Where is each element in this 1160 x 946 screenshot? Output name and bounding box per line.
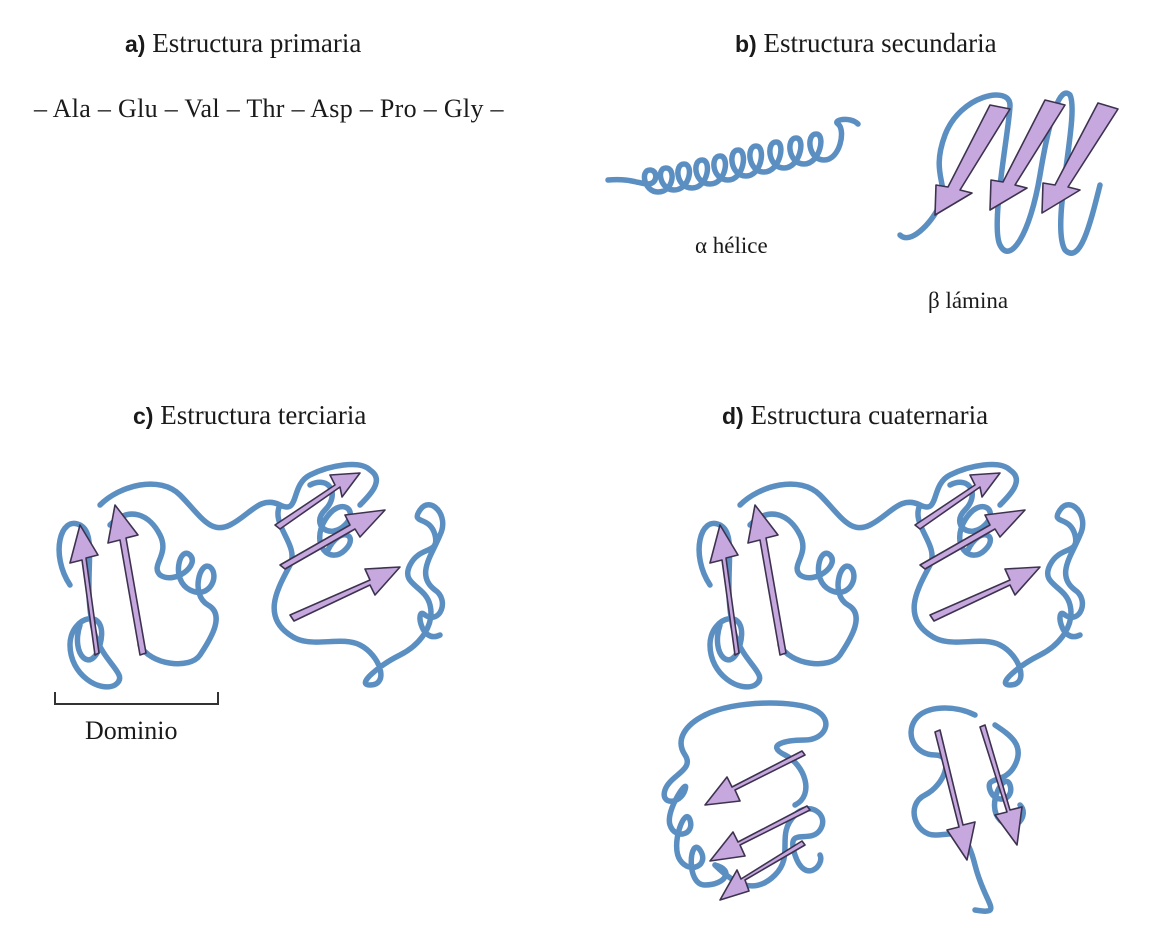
alpha-helix-icon [600,110,870,210]
panel-d-title-text: Estructura cuaternaria [750,400,988,430]
beta-sheet [890,75,1130,265]
beta-strand-arrow-icon [108,505,146,655]
panel-b-title-text: Estructura secundaria [763,28,996,58]
panel-a-letter: a) [125,31,145,57]
panel-a-title: a) Estructura primaria [125,28,361,59]
panel-a-title-text: Estructura primaria [152,28,361,58]
domain-label: Dominio [85,716,177,746]
panel-b-title: b) Estructura secundaria [735,28,997,59]
panel-c-letter: c) [133,403,153,429]
alpha-helix-label: α hélice [695,233,768,259]
beta-strand-arrow-icon [935,730,975,860]
beta-strand-arrow-icon [930,567,1040,621]
quaternary-subunit-top [680,455,1110,695]
beta-strand-arrow-icon [748,505,786,655]
panel-c-title-text: Estructura terciaria [160,400,366,430]
tertiary-structure [40,455,470,695]
beta-strand-arrow-icon [290,567,400,621]
panel-b-letter: b) [735,31,757,57]
beta-strand-arrow-icon [710,525,739,655]
amino-acid-sequence: – Ala – Glu – Val – Thr – Asp – Pro – Gl… [34,94,504,124]
panel-d-title: d) Estructura cuaternaria [722,400,988,431]
panel-d-letter: d) [722,403,744,429]
beta-sheet-label: β lámina [928,288,1008,314]
beta-strand-arrow-icon [70,525,99,655]
panel-c-title: c) Estructura terciaria [133,400,366,431]
beta-strand-arrow-icon [705,751,805,805]
quaternary-subunit-bottom [645,695,1075,935]
domain-bracket [50,690,225,710]
